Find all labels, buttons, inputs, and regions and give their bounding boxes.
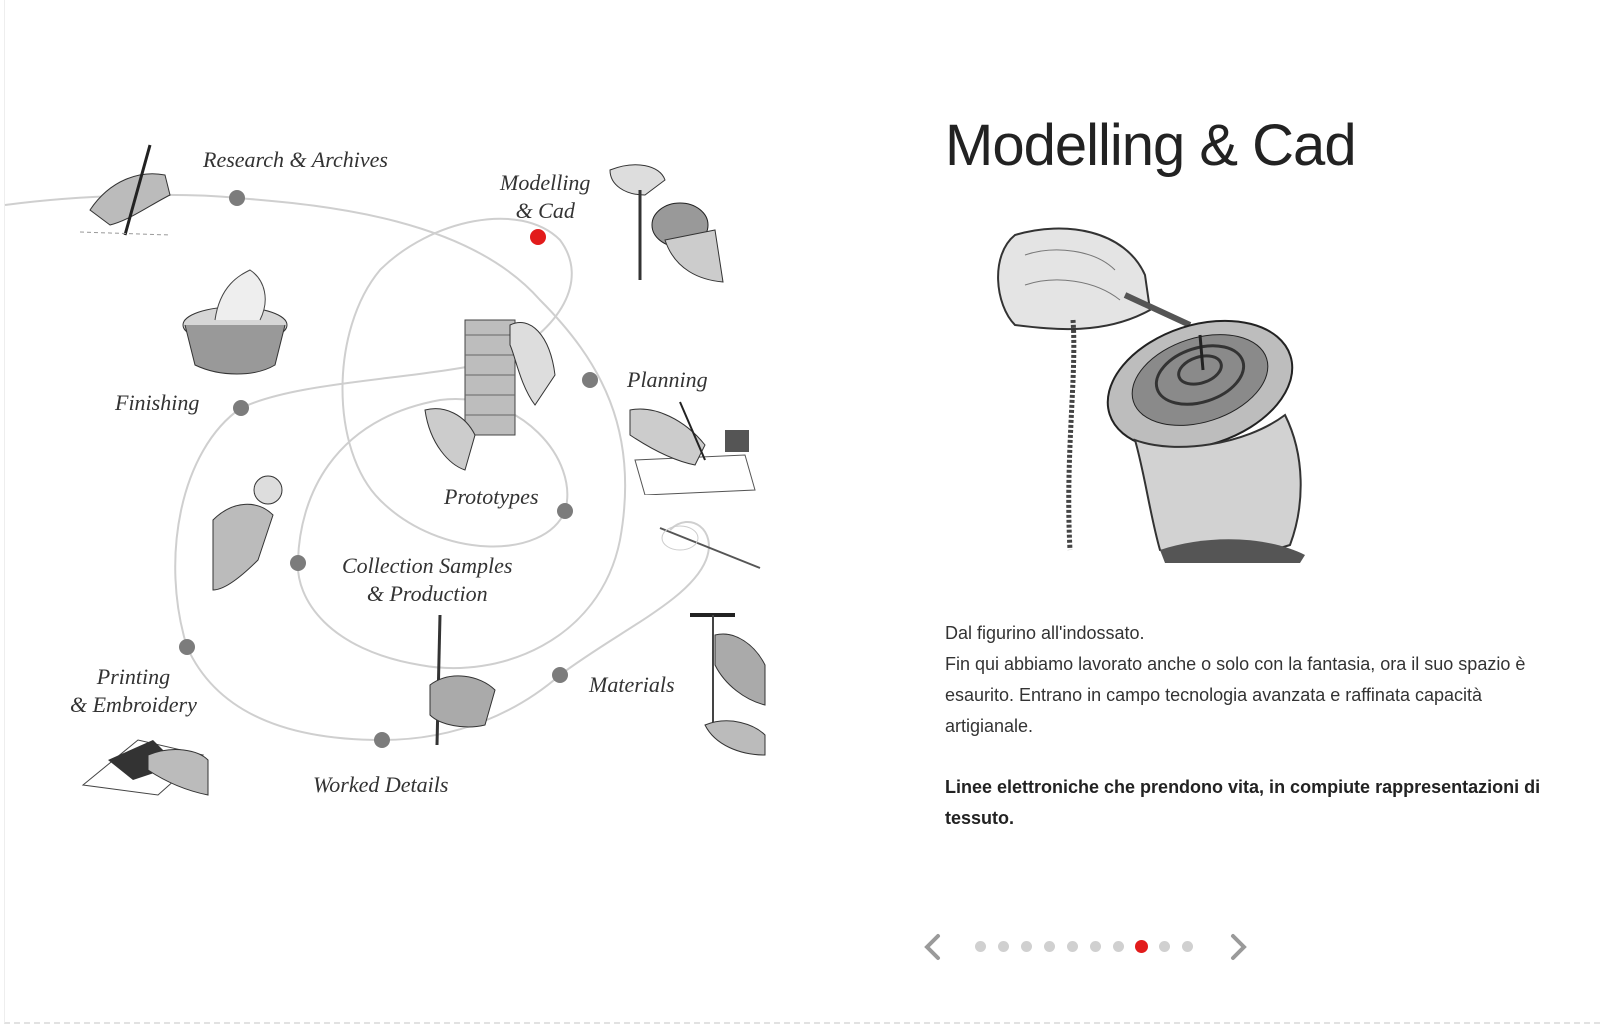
pager-dot-8[interactable] — [1135, 940, 1148, 953]
node-printing[interactable] — [179, 639, 195, 655]
hand-writing-letter-illustration — [629, 401, 756, 495]
description-body: Fin qui abbiamo lavorato anche o solo co… — [945, 654, 1526, 736]
step-label-finishing[interactable]: Finishing — [115, 390, 200, 415]
step-label-prototypes[interactable]: Prototypes — [444, 484, 539, 509]
slide-pager — [924, 932, 1285, 962]
node-modelling[interactable] — [530, 229, 546, 245]
pager-dot-5[interactable] — [1067, 941, 1078, 952]
hand-brush-illustration — [429, 615, 496, 746]
chevron-right-icon[interactable] — [1225, 932, 1251, 962]
hand-spindle-illustration — [690, 613, 766, 756]
pager-dot-3[interactable] — [1021, 941, 1032, 952]
node-planning[interactable] — [582, 372, 598, 388]
section-description: Dal figurino all'indossato. Fin qui abbi… — [945, 618, 1567, 834]
node-prototypes[interactable] — [557, 503, 573, 519]
node-collection[interactable] — [290, 555, 306, 571]
step-label-research[interactable]: Research & Archives — [203, 147, 388, 172]
hand-writing-illustration — [80, 144, 171, 236]
hand-spool-illustration — [997, 227, 1305, 563]
pager-dot-7[interactable] — [1113, 941, 1124, 952]
chevron-left-icon[interactable] — [920, 932, 946, 962]
pager-dot-2[interactable] — [998, 941, 1009, 952]
fabric-sample-illustration — [424, 319, 556, 471]
node-materials[interactable] — [552, 667, 568, 683]
node-research[interactable] — [229, 190, 245, 206]
page-frame — [4, 0, 1600, 1024]
description-highlight: Linee elettroniche che prendono vita, in… — [945, 777, 1541, 828]
hand-watch-illustration — [212, 475, 283, 591]
section-title: Modelling & Cad — [945, 113, 1357, 178]
step-label-materials[interactable]: Materials — [589, 672, 675, 697]
pager-dot-9[interactable] — [1159, 941, 1170, 952]
process-path-lines — [4, 193, 710, 742]
step-label-collection[interactable]: Collection Samples & Production — [342, 553, 513, 606]
step-label-worked[interactable]: Worked Details — [313, 772, 449, 797]
step-label-planning[interactable]: Planning — [627, 367, 708, 392]
detail-panel: Modelling & Cad Dal figurino all'indossa… — [924, 0, 1567, 1026]
node-worked[interactable] — [374, 732, 390, 748]
pager-dot-10[interactable] — [1182, 941, 1193, 952]
step-label-printing[interactable]: Printing & Embroidery — [70, 664, 197, 717]
needle-thread-illustration — [659, 525, 761, 569]
node-finishing[interactable] — [233, 400, 249, 416]
bowl-washing-illustration — [182, 269, 288, 375]
hand-spool-small-illustration — [609, 164, 724, 283]
hand-printing-illustration — [81, 739, 209, 796]
process-diagram: Research & Archives Modelling & Cad Plan… — [4, 144, 766, 797]
step-label-modelling[interactable]: Modelling & Cad — [500, 170, 591, 223]
pager-dot-6[interactable] — [1090, 941, 1101, 952]
description-intro: Dal figurino all'indossato. — [945, 623, 1145, 643]
pager-dot-1[interactable] — [975, 941, 986, 952]
pager-dot-4[interactable] — [1044, 941, 1055, 952]
